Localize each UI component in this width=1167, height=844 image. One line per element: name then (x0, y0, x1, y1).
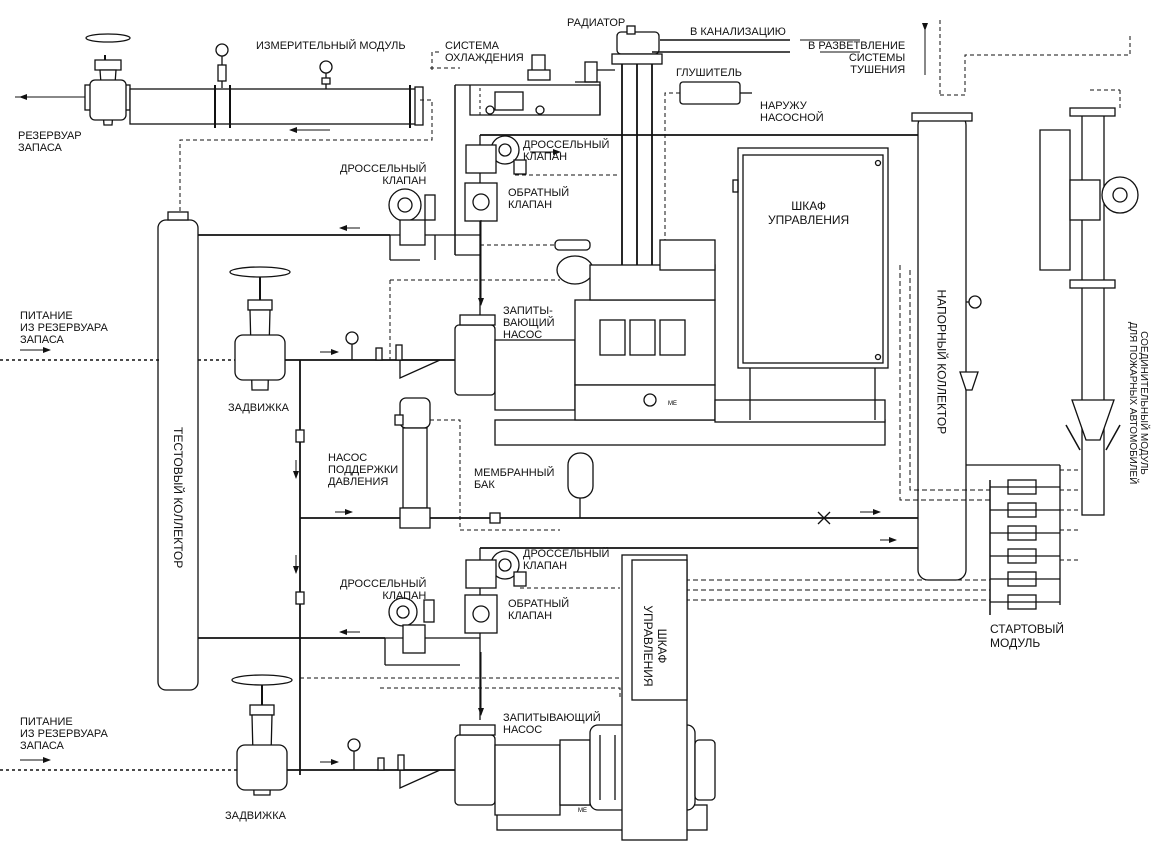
label-throttle-valve-top: ДРОССЕЛЬНЫЙ КЛАПАН (523, 139, 610, 163)
throttle-valve-upper-icon (465, 135, 527, 175)
test-collector (157, 211, 199, 691)
throttle-valve-upper-left-icon (388, 188, 436, 246)
label-gate-valve-top: ЗАДВИЖКА (228, 402, 289, 414)
check-valve-upper-icon (464, 182, 498, 306)
label-pressure-pump: НАСОС ПОДДЕРЖКИ ДАВЛЕНИЯ (328, 452, 399, 488)
label-throttle-valve-top-left: ДРОССЕЛЬНЫЙ КЛАПАН (340, 163, 427, 187)
dashed-line-right-top (939, 20, 1131, 96)
label-supply-bottom: ПИТАНИЕ ИЗ РЕЗЕРВУАРА ЗАПАСА (20, 716, 108, 752)
starter-module (966, 464, 1080, 615)
label-measuring-module: ИЗМЕРИТЕЛЬНЫЙ МОДУЛЬ (256, 40, 406, 52)
gate-valve-lower-icon (231, 674, 293, 796)
flow-meter-icon (215, 43, 229, 88)
throttle-valve-lower-left-icon (388, 597, 435, 654)
connection-module (1039, 107, 1139, 516)
radiator-icon (611, 25, 790, 285)
label-control-cabinet-bottom: ШКАФ УПРАВЛЕНИЯ (641, 605, 669, 687)
membrane-tank-icon (567, 452, 594, 518)
pressure-gauge-top-icon (319, 60, 333, 89)
label-gate-valve-bottom: ЗАДВИЖКА (225, 810, 286, 822)
label-jockey-pump-top: ЗАПИТЫ- ВАЮЩИЙ НАСОС (503, 305, 555, 341)
label-to-sewer: В КАНАЛИЗАЦИЮ (690, 26, 786, 38)
dashed-sensor-line-top (179, 67, 460, 220)
label-supply-top: ПИТАНИЕ ИЗ РЕЗЕРВУАРА ЗАПАСА (20, 310, 108, 346)
gate-valve-upper-icon (229, 266, 291, 391)
label-starter-module: СТАРТОВЫЙ МОДУЛЬ (990, 622, 1065, 650)
pressure-pump-icon (394, 397, 431, 529)
label-check-valve-top: ОБРАТНЫЙ КЛАПАН (508, 187, 570, 211)
label-membrane-tank: МЕМБРАННЫЙ БАК (474, 467, 555, 491)
label-muffler: ГЛУШИТЕЛЬ (676, 67, 743, 79)
label-connection-module: СОЕДИНИТЕЛЬНЫЙ МОДУЛЬ ДЛЯ ПОЖАРНЫХ АВТОМ… (1127, 321, 1149, 485)
label-check-valve-bottom: ОБРАТНЫЙ КЛАПАН (508, 598, 570, 622)
diesel-pump-unit (454, 239, 886, 446)
control-cabinet-top (732, 147, 889, 420)
motor-mark-top: МЕ (668, 401, 677, 407)
motor-mark-bottom: МЕ (578, 808, 587, 814)
dashed-signal-lines (899, 265, 990, 501)
gate-valve-top-left-icon (85, 33, 131, 126)
label-reserve-tank: РЕЗЕРВУАР ЗАПАСА (18, 130, 82, 154)
control-cabinet-bottom (621, 554, 688, 841)
suction-line-upper (285, 331, 455, 380)
lower-pipe-network (198, 548, 484, 720)
check-valve-lower-icon (464, 594, 498, 634)
cooling-system (454, 54, 615, 255)
label-radiator: РАДИАТОР (567, 17, 626, 29)
label-control-cabinet-top: ШКАФ УПРАВЛЕНИЯ (768, 199, 850, 227)
label-jockey-pump-bottom: ЗАПИТЫВАЮЩИЙ НАСОС (503, 712, 601, 736)
label-to-branch: В РАЗВЕТВЛЕНИЕ СИСТЕМЫ ТУШЕНИЯ (808, 40, 906, 76)
suction-line-lower (287, 738, 455, 790)
muffler-icon (664, 81, 752, 245)
label-throttle-valve-bottom-left: ДРОССЕЛЬНЫЙ КЛАПАН (340, 578, 427, 602)
throttle-valve-lower-icon (465, 550, 527, 589)
upper-pipe-network (198, 134, 925, 320)
measuring-line (15, 84, 424, 133)
label-throttle-valve-bottom: ДРОССЕЛЬНЫЙ КЛАПАН (523, 548, 610, 572)
label-outside-pump-room: НАРУЖУ НАСОСНОЙ (760, 100, 824, 124)
label-pressure-collector: НАПОРНЫЙ КОЛЛЕКТОР (934, 289, 949, 435)
pressure-collector (911, 112, 982, 581)
label-cooling-system: СИСТЕМА ОХЛАЖДЕНИЯ (445, 40, 524, 64)
label-test-collector: ТЕСТОВЫЙ КОЛЛЕКТОР (171, 427, 185, 569)
